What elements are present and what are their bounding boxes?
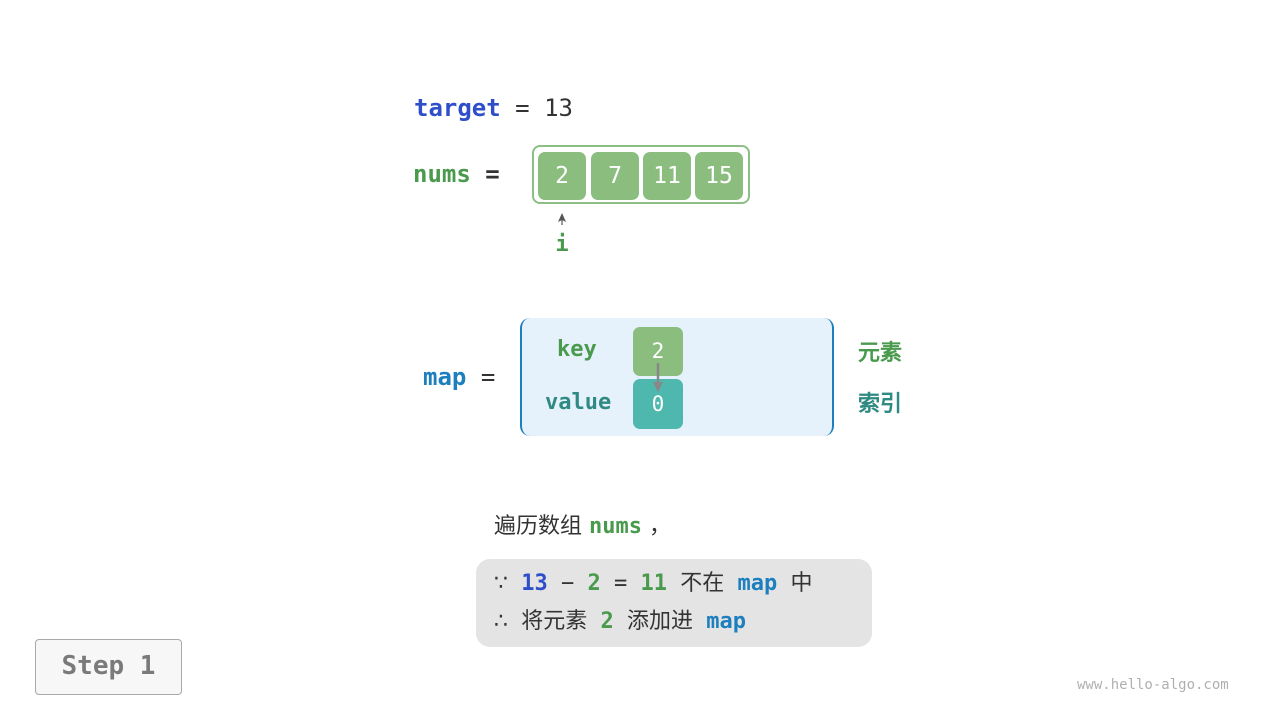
expl-not-in: 不在 bbox=[680, 571, 725, 596]
legend-index: 索引 bbox=[858, 392, 903, 417]
expl-add-num: 2 bbox=[600, 609, 614, 634]
array-cell: 11 bbox=[643, 152, 691, 200]
desc-suffix: ， bbox=[649, 514, 672, 539]
map-equals: = bbox=[480, 363, 496, 391]
target-value: 13 bbox=[544, 94, 573, 122]
key-to-value-arrow-icon bbox=[653, 363, 663, 392]
expl-minus: − bbox=[561, 571, 575, 596]
array-cell: 7 bbox=[591, 152, 639, 200]
map-value-cell: 0 bbox=[633, 379, 683, 429]
expl-add-suffix: 添加进 bbox=[627, 609, 694, 634]
expl-add-prefix: 将元素 bbox=[521, 609, 588, 634]
because-symbol: ∵ bbox=[494, 571, 508, 596]
explanation-box: ∵ 13 − 2 = 11 不在 map 中 ∴ 将元素 2 添加进 map bbox=[476, 559, 872, 647]
target-equals: = bbox=[515, 94, 530, 122]
therefore-symbol: ∴ bbox=[494, 609, 508, 634]
desc-prefix: 遍历数组 bbox=[494, 514, 583, 539]
expl-mid: 中 bbox=[790, 571, 813, 596]
explanation-line-therefore: ∴ 将元素 2 添加进 map bbox=[494, 607, 746, 637]
target-var: target bbox=[414, 94, 501, 122]
step-badge: Step 1 bbox=[35, 639, 182, 695]
description-line: 遍历数组 nums ， bbox=[494, 512, 671, 542]
pointer-arrow-icon bbox=[558, 213, 566, 225]
explanation-line-because: ∵ 13 − 2 = 11 不在 map 中 bbox=[494, 569, 813, 599]
nums-array: 2 7 11 15 bbox=[532, 145, 750, 204]
legend-element: 元素 bbox=[858, 341, 903, 366]
map-value-label: value bbox=[545, 390, 612, 415]
pointer-label: i bbox=[555, 232, 569, 257]
expl-num: 2 bbox=[587, 571, 601, 596]
nums-var: nums bbox=[413, 160, 471, 188]
expl-map: map bbox=[737, 571, 778, 596]
expl-result: 11 bbox=[640, 571, 668, 596]
expl-add-map: map bbox=[706, 609, 747, 634]
expl-target: 13 bbox=[521, 571, 548, 596]
watermark: www.hello-algo.com bbox=[1077, 677, 1229, 693]
array-cell: 2 bbox=[538, 152, 586, 200]
array-cell: 15 bbox=[695, 152, 743, 200]
map-var: map bbox=[423, 363, 467, 391]
map-label: map = bbox=[423, 361, 495, 393]
desc-nums: nums bbox=[589, 514, 642, 539]
expl-equals: = bbox=[614, 571, 628, 596]
target-line: target = 13 bbox=[414, 92, 573, 124]
nums-label: nums = bbox=[413, 158, 500, 190]
nums-equals: = bbox=[485, 160, 500, 188]
map-key-label: key bbox=[557, 337, 597, 362]
